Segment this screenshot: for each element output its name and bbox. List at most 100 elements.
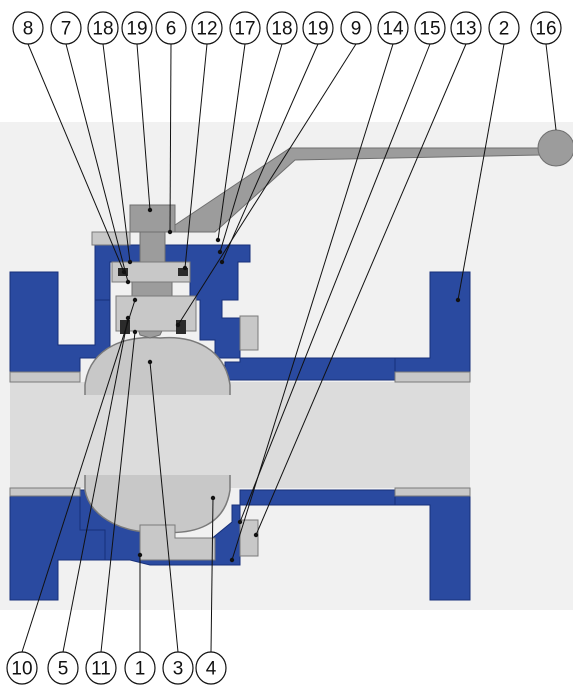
- callout-circle: [450, 11, 482, 45]
- leader-dot: [217, 249, 223, 255]
- leader-dot: [210, 495, 216, 501]
- leader-line: [62, 317, 129, 653]
- callout-label: 9: [351, 19, 362, 40]
- leader-dot: [137, 552, 143, 558]
- callout-18b: 18: [266, 11, 298, 45]
- callout-label: 19: [126, 19, 147, 40]
- bore-liner: [9, 371, 471, 497]
- callout-circle: [121, 11, 153, 45]
- callout-1: 1: [124, 651, 156, 685]
- callout-label: 7: [61, 19, 72, 40]
- leader-line: [177, 43, 357, 326]
- valve-body: [9, 129, 573, 601]
- callout-label: 8: [23, 19, 34, 40]
- callout-12: 12: [191, 11, 223, 45]
- leader-line: [221, 43, 319, 263]
- callout-3: 3: [162, 651, 194, 685]
- callout-label: 18: [271, 19, 292, 40]
- callouts-top: 8 7 18 19 6 12 17 18 19 9 14 15 13 2 16: [12, 11, 562, 45]
- spring-washers-left: [120, 320, 130, 334]
- leader-line: [65, 43, 129, 283]
- callout-label: 11: [91, 659, 111, 680]
- callout-label: 17: [234, 19, 255, 40]
- callout-2: 2: [488, 11, 520, 45]
- callout-circle: [414, 11, 446, 45]
- leader-line: [102, 43, 131, 263]
- callout-circle: [124, 651, 156, 685]
- bolt-lower: [239, 519, 259, 557]
- callout-label: 10: [11, 659, 32, 680]
- leader-line: [219, 43, 283, 253]
- leader-line: [100, 331, 136, 653]
- callout-5: 5: [47, 651, 79, 685]
- callout-9: 9: [340, 11, 372, 45]
- leader-dot: [127, 259, 133, 265]
- leader-line: [210, 497, 214, 653]
- callout-15: 15: [414, 11, 446, 45]
- callout-circle: [530, 11, 562, 45]
- leader-line: [27, 43, 125, 273]
- leader-dot: [215, 237, 221, 243]
- leader-dot: [147, 207, 153, 213]
- callout-13: 13: [450, 11, 482, 45]
- callout-circle: [155, 11, 187, 45]
- callout-label: 1: [135, 659, 146, 680]
- callout-circle: [302, 11, 334, 45]
- stem-top: [129, 204, 176, 233]
- leader-dot: [125, 279, 131, 285]
- callout-circle: [50, 11, 82, 45]
- callout-label: 19: [307, 19, 328, 40]
- leader-line: [545, 43, 557, 131]
- leader-line: [149, 361, 179, 653]
- leader-dot: [182, 265, 188, 271]
- leader-line: [21, 299, 136, 653]
- callout-circle: [191, 11, 223, 45]
- spring-washers-right: [176, 320, 186, 334]
- packing-gland: [111, 261, 191, 283]
- callout-4: 4: [195, 651, 227, 685]
- leader-dot: [237, 519, 243, 525]
- callout-label: 16: [535, 19, 556, 40]
- handle-clip: [91, 231, 131, 246]
- leader-dot: [132, 297, 138, 303]
- callout-circle: [87, 11, 119, 45]
- callout-6: 6: [155, 11, 187, 45]
- seal-right: [178, 268, 188, 276]
- callout-16: 16: [530, 11, 562, 45]
- callout-label: 15: [419, 19, 440, 40]
- leader-dot: [125, 315, 131, 321]
- callout-11: 11: [85, 651, 117, 685]
- callout-label: 5: [58, 659, 69, 680]
- leader-dot: [167, 229, 173, 235]
- leader-dot: [175, 322, 181, 328]
- callout-circle: [47, 651, 79, 685]
- callout-label: 13: [455, 19, 476, 40]
- callout-label: 14: [382, 19, 404, 40]
- leader-line: [184, 43, 208, 269]
- handle-knob: [537, 129, 573, 167]
- callout-17: 17: [229, 11, 261, 45]
- callout-7: 7: [50, 11, 82, 45]
- callout-circle: [162, 651, 194, 685]
- pipe-bore: [10, 382, 470, 488]
- leader-dot: [132, 329, 138, 335]
- leader-dot: [147, 359, 153, 365]
- leader-line: [217, 43, 246, 241]
- callout-19b: 19: [302, 11, 334, 45]
- callout-18a: 18: [87, 11, 119, 45]
- callout-label: 12: [196, 19, 217, 40]
- callout-label: 2: [499, 19, 510, 40]
- callout-14: 14: [377, 11, 409, 45]
- callout-10: 10: [6, 651, 38, 685]
- callout-circle: [195, 651, 227, 685]
- callout-8: 8: [12, 11, 44, 45]
- leader-line: [136, 43, 151, 211]
- callout-circle: [229, 11, 261, 45]
- callout-label: 6: [166, 19, 177, 40]
- callout-19a: 19: [121, 11, 153, 45]
- callout-circle: [266, 11, 298, 45]
- callout-circle: [85, 651, 117, 685]
- leader-line: [255, 43, 467, 536]
